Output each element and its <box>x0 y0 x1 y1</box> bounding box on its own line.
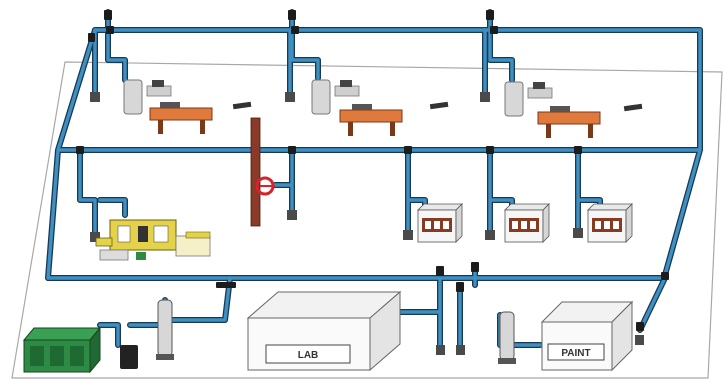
dryer-icon <box>120 345 138 369</box>
valve-icon <box>288 10 296 20</box>
quick-coupler-icon <box>485 230 495 240</box>
valve-icon <box>486 10 494 20</box>
valve-icon <box>106 26 114 34</box>
quick-coupler-icon <box>480 92 490 102</box>
paint-building: PAINT <box>498 300 634 372</box>
workstation-2 <box>311 79 449 136</box>
booth-3 <box>587 203 633 243</box>
valve-icon <box>288 146 296 154</box>
workstation-3 <box>504 81 643 138</box>
valve-icon <box>88 33 95 42</box>
booths <box>417 203 633 243</box>
valve-icon <box>486 146 494 154</box>
machine-cell <box>95 219 211 261</box>
lab-building: LAB <box>246 290 402 372</box>
floor-plane <box>11 61 723 379</box>
valve-icon <box>291 26 299 34</box>
filter-regulator-icon <box>157 299 173 357</box>
valve-icon <box>76 146 84 154</box>
valve-icon <box>471 262 479 272</box>
booth-1 <box>417 203 463 243</box>
valve-icon <box>404 146 412 154</box>
valve-icon <box>456 282 464 292</box>
valve-icon <box>661 272 669 280</box>
filter-regulator-icon <box>311 79 331 115</box>
column-hose-reel <box>250 117 275 227</box>
valve-icon <box>574 146 582 154</box>
lab-label: LAB <box>298 350 319 361</box>
pipe-network <box>45 9 703 358</box>
valve-icon <box>490 26 498 34</box>
compressor-room <box>22 299 174 374</box>
filter-regulator-icon <box>499 311 515 361</box>
quick-coupler-icon <box>287 210 297 220</box>
quick-coupler-icon <box>635 335 644 345</box>
booth-2 <box>504 203 550 243</box>
quick-coupler-icon <box>436 345 445 355</box>
workstation-row-top <box>123 79 643 138</box>
valve-icon <box>104 10 112 20</box>
quick-coupler-icon <box>285 92 295 102</box>
quick-coupler-icon <box>456 345 465 355</box>
valve-icon <box>216 282 236 288</box>
workstation-1 <box>123 79 252 134</box>
filter-regulator-icon <box>123 79 143 115</box>
filter-regulator-icon <box>504 81 524 117</box>
paint-label: PAINT <box>561 348 590 359</box>
quick-coupler-icon <box>403 230 413 240</box>
valve-icon <box>436 266 444 276</box>
valves <box>76 10 669 331</box>
quick-coupler-icon <box>90 232 100 242</box>
quick-coupler-icon <box>573 228 583 238</box>
quick-coupler-icon <box>90 92 100 102</box>
valve-icon <box>636 322 644 331</box>
drop-legs <box>90 92 644 355</box>
